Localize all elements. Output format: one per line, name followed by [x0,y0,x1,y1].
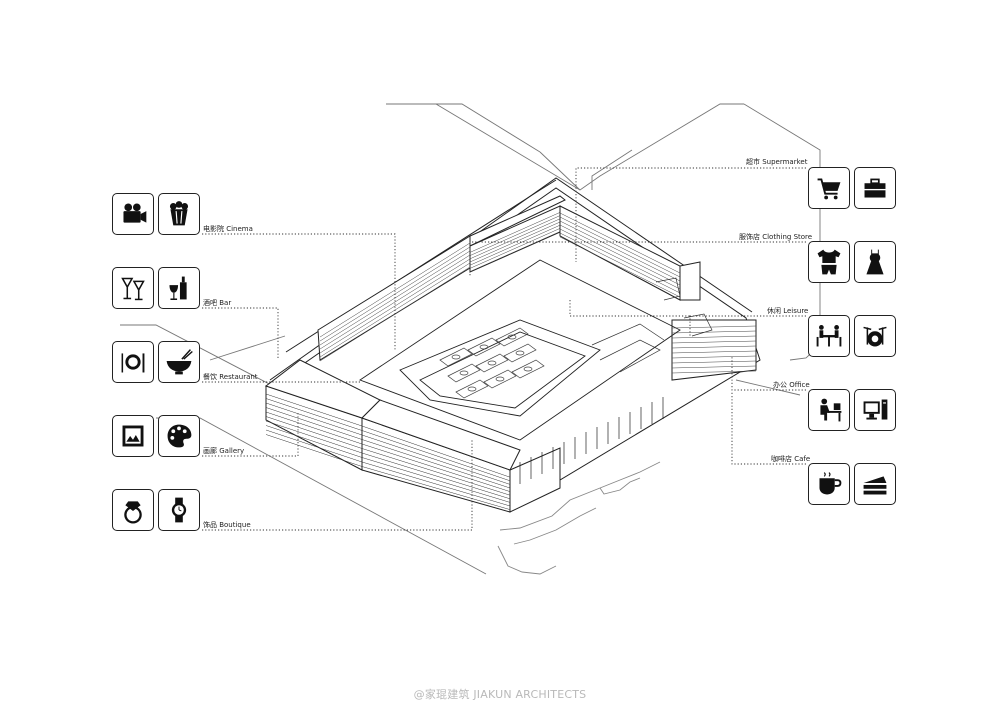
dress-icon [854,241,896,283]
restaurant-label: 餐饮 Restaurant [203,373,258,381]
gallery-label: 画廊 Gallery [203,447,245,455]
watermark: @家琨建筑 JIAKUN ARCHITECTS [413,688,587,701]
person-at-desk-icon [808,389,850,431]
boutique-label: 饰品 Boutique [203,521,251,529]
diamond-ring-icon [112,489,154,531]
paint-palette-icon [158,415,200,457]
framed-painting-icon [112,415,154,457]
cinema-label: 电影院 Cinema [203,225,253,233]
bar-label: 酒吧 Bar [203,299,232,307]
film-camera-icon [112,193,154,235]
supermarket-label: 超市 Supermarket [746,158,808,166]
cafe-label: 咖啡店 Cafe [771,455,811,463]
bowl-chopsticks-icon [158,341,200,383]
clothing-store-label: 服饰店 Clothing Store [739,233,813,241]
cocktail-glasses-icon [112,267,154,309]
wine-bottle-icon [158,267,200,309]
plate-cutlery-icon [112,341,154,383]
drum-kit-icon [854,315,896,357]
shopping-cart-icon [808,167,850,209]
office-label: 办公 Office [773,381,810,389]
computer-icon [854,389,896,431]
popcorn-icon [158,193,200,235]
wristwatch-icon [158,489,200,531]
cake-slice-icon [854,463,896,505]
briefcase-icon [854,167,896,209]
tshirt-shorts-icon [808,241,850,283]
leisure-label: 休闲 Leisure [767,307,809,315]
coffee-cup-icon [808,463,850,505]
table-chairs-icon [808,315,850,357]
